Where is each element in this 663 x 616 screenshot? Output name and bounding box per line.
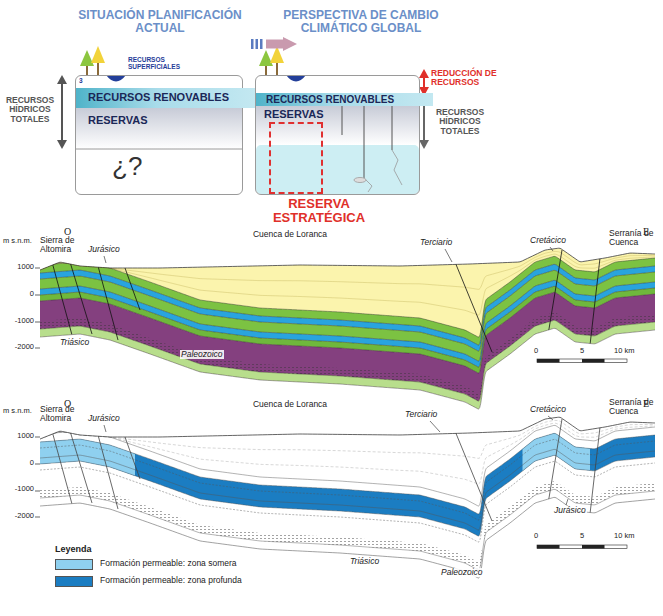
band-label: RESERVAS (256, 106, 433, 120)
tree-symbol (80, 46, 284, 75)
scale-label: 5 (580, 532, 584, 540)
unit-label: Jurásico (88, 414, 120, 423)
renewable-band: RECURSOS RENOVABLES (256, 93, 433, 106)
band-label: RESERVAS (76, 108, 256, 126)
band-label: RECURSOS RENOVABLES (76, 88, 256, 103)
unit-label: Paleozoico (440, 568, 484, 577)
tick-label: -2000 (2, 343, 34, 351)
tick-label: -2000 (2, 512, 34, 520)
tick-label: -1000 (2, 317, 34, 325)
warning-label: REDUCCIÓN DE RECURSOS (431, 69, 511, 88)
tick-label: -1000 (2, 485, 34, 493)
unit-label: Cretácico (530, 236, 566, 245)
heading: SITUACIÓN PLANIFICACIÓN ACTUAL (63, 9, 257, 35)
basin-name: Cuenca de Loranca (240, 400, 340, 409)
tick-label: 0 (2, 290, 34, 298)
unit-label: Jurásico (88, 245, 120, 254)
heading: PERSPECTIVA DE CAMBIO CLIMÁTICO GLOBAL (251, 9, 471, 35)
cross-sections (35, 247, 655, 578)
cross-section (35, 416, 655, 578)
range-arrow (57, 69, 429, 149)
legend-swatch (55, 576, 93, 587)
scale-label: 0 (534, 347, 538, 355)
tick-label: 1000 (2, 263, 34, 271)
reserve-region: RESERVAS (256, 106, 433, 146)
range-name: Serranía de Cuenca (609, 398, 657, 417)
side-label: RECURSOS HÍDRICOS TOTALES (2, 96, 58, 124)
scale-label: 5 (580, 347, 584, 355)
scale-label: 0 (534, 532, 538, 540)
range-name: Sierra de Altomira (40, 405, 84, 424)
divider (76, 149, 242, 150)
unit-label: Cretácico (530, 405, 566, 414)
flow-arrow (266, 40, 283, 49)
unit-label: Triásico (60, 338, 89, 347)
arrow-tail (251, 39, 263, 49)
tick-label: 1000 (2, 432, 34, 440)
cross-section (35, 247, 655, 409)
range-name: Serranía de Cuenca (609, 229, 657, 248)
question-mark: ¿? (112, 152, 142, 181)
planning-box: RECURSOS RENOVABLESRESERVASSITUACIÓN PLA… (75, 75, 243, 195)
tick-label: 0 (2, 459, 34, 467)
scale-label: 10 km (614, 532, 634, 540)
scale-bar (537, 545, 627, 549)
strategic-reserve-box: RESERVA ESTRATÉGICA (269, 122, 323, 194)
heading: RESERVA ESTRATÉGICA (263, 197, 375, 226)
renewable-band: RECURSOS RENOVABLES (76, 88, 256, 108)
axis-title: m s.n.m. (3, 237, 32, 245)
callout-number: 3 (79, 77, 83, 84)
resource-label: RECURSOS SUPERFICIALES (128, 56, 186, 70)
scale-label: 10 km (614, 347, 634, 355)
basin-name: Cuenca de Loranca (240, 230, 340, 239)
unit-label: Terciario (420, 238, 452, 247)
range-name: Sierra de Altomira (40, 236, 84, 255)
planning-box: RECURSOS RENOVABLESRESERVASRESERVA ESTRA… (255, 75, 420, 195)
legend-text: Formación permeable: zona profunda (100, 576, 242, 585)
reserve-region: RESERVAS (76, 108, 256, 150)
reserve-fill (76, 107, 242, 149)
legend-title: Leyenda (55, 545, 92, 555)
unit-label: Paleozoico (180, 350, 224, 359)
axis-title: m s.n.m. (3, 407, 32, 415)
band-label: RECURSOS RENOVABLES (256, 93, 433, 105)
well-symbol (342, 106, 402, 192)
unit-label: Triásico (350, 557, 379, 566)
legend-text: Formación permeable: zona somera (100, 559, 237, 568)
side-label: RECURSOS HÍDRICOS TOTALES (431, 108, 489, 136)
deep-fill (256, 145, 419, 194)
unit-label: Terciario (405, 410, 437, 419)
scale-bar (537, 359, 627, 363)
unit-label: Jurásico (553, 506, 587, 515)
legend-swatch (55, 559, 93, 570)
